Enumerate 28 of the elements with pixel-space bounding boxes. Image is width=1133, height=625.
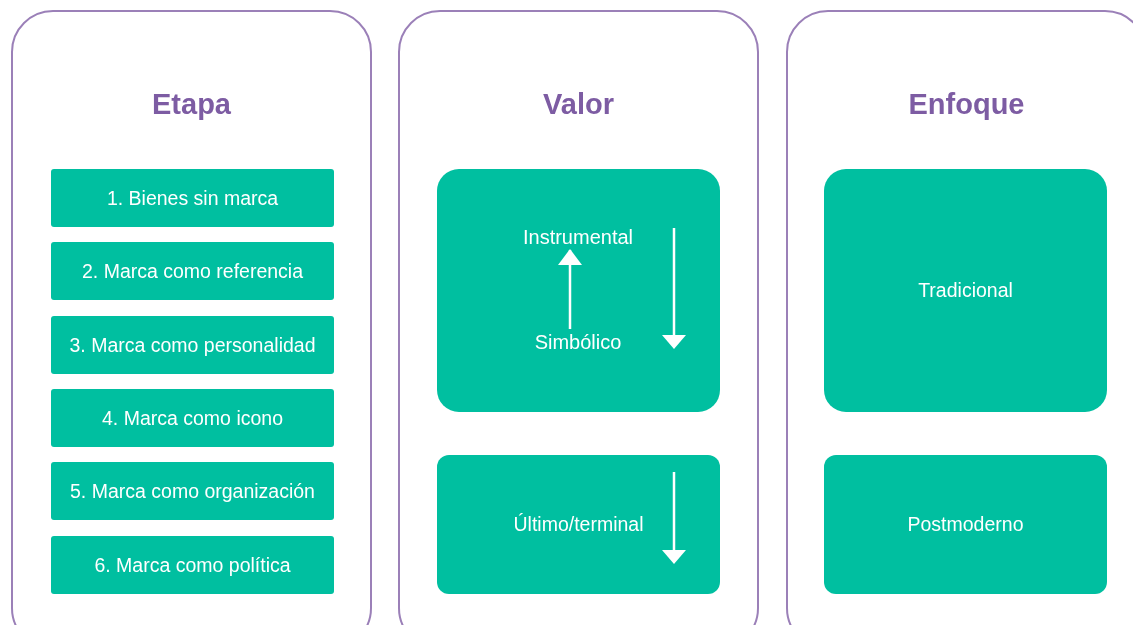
box-label: 5. Marca como organización bbox=[69, 479, 316, 503]
box-label: 6. Marca como política bbox=[93, 553, 292, 577]
box-label: 1. Bienes sin marca bbox=[105, 186, 280, 210]
column-heading: Enfoque bbox=[907, 88, 1026, 121]
box-label: Tradicional bbox=[917, 279, 1014, 302]
process-box bbox=[51, 242, 334, 300]
column-panel bbox=[786, 10, 1133, 625]
box-label: 2. Marca como referencia bbox=[80, 259, 305, 283]
process-box bbox=[824, 455, 1107, 594]
column-panel bbox=[11, 10, 372, 625]
process-box bbox=[51, 536, 334, 594]
box-label: Último/terminal bbox=[512, 513, 645, 536]
process-box bbox=[51, 389, 334, 447]
value-label: Simbólico bbox=[523, 329, 633, 355]
process-box bbox=[51, 169, 334, 227]
process-box bbox=[824, 169, 1107, 412]
process-box bbox=[437, 169, 720, 412]
column-heading: Etapa bbox=[151, 88, 232, 121]
box-label: Postmoderno bbox=[906, 513, 1025, 536]
column-heading: Valor bbox=[542, 88, 615, 121]
column-panel bbox=[398, 10, 759, 625]
value-label: Instrumental bbox=[513, 224, 643, 250]
arrow bbox=[558, 249, 582, 329]
process-box bbox=[51, 462, 334, 520]
box-label: 3. Marca como personalidad bbox=[68, 333, 317, 357]
process-box bbox=[437, 455, 720, 594]
box-label: 4. Marca como icono bbox=[101, 406, 284, 430]
process-box bbox=[51, 316, 334, 374]
